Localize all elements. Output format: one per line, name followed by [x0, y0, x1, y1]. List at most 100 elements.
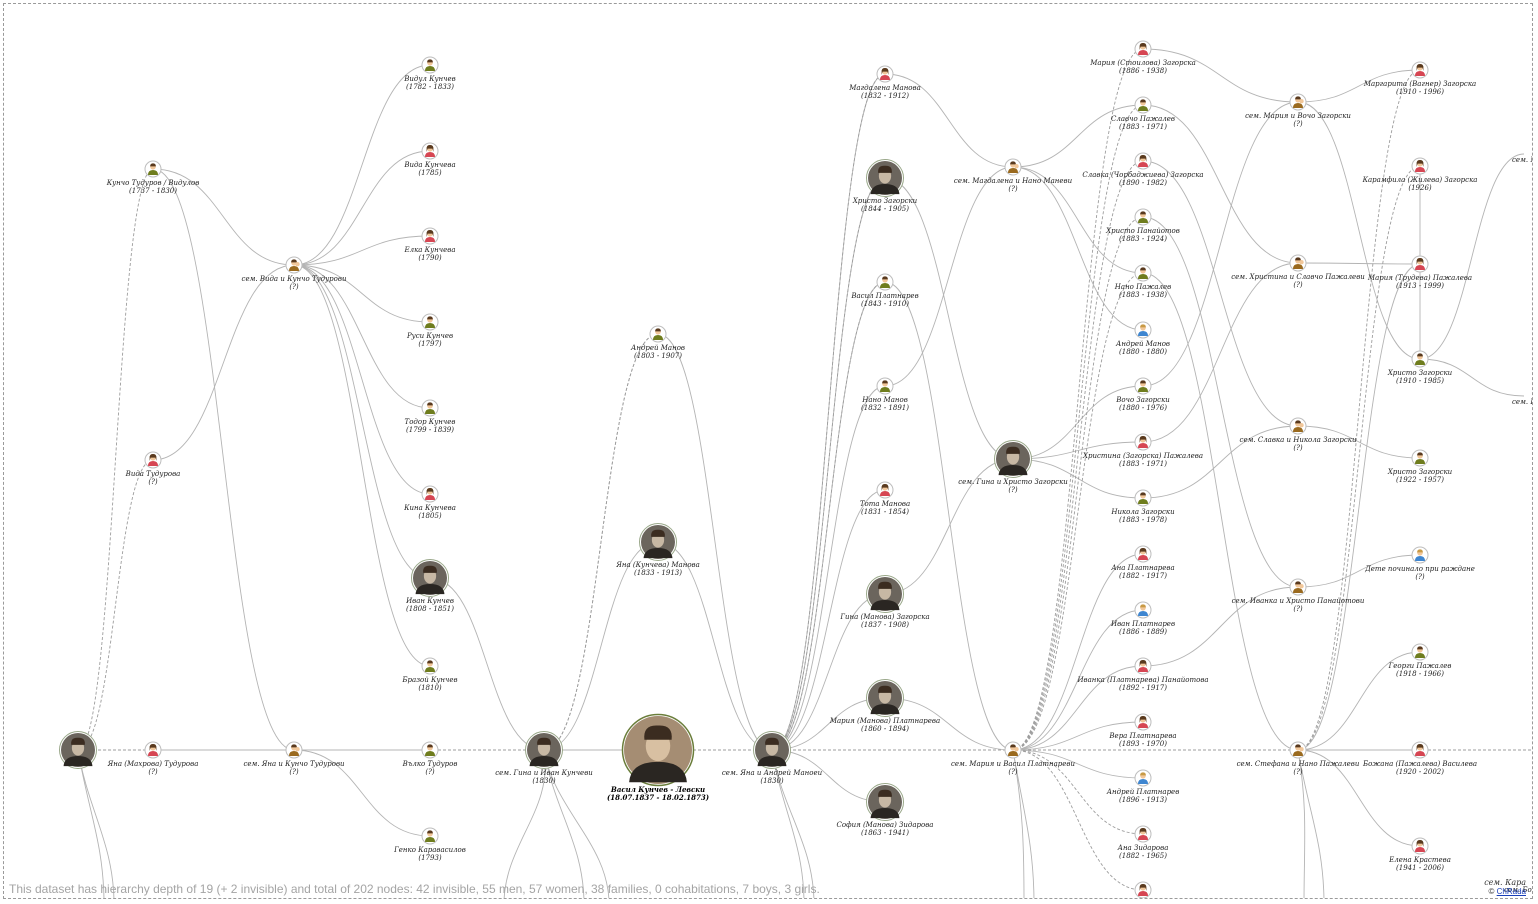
- partial-node[interactable]: сем. Бо: [1504, 886, 1532, 894]
- person-icon-woman[interactable]: Маргарита (Вагнер) Загорска(1910 - 1996): [1363, 61, 1476, 96]
- person-icon-woman[interactable]: Магдалена Манова(1832 - 1912): [848, 65, 921, 100]
- person-icon-man[interactable]: Кунчо Тудуров / Видулов(1737 - 1830): [106, 160, 200, 195]
- portrait-photo-node[interactable]: [59, 731, 97, 769]
- person-icon-man[interactable]: Христо Загорски(1922 - 1957): [1387, 449, 1453, 484]
- relation-edge: [293, 150, 431, 266]
- relation-edge: [293, 264, 431, 579]
- partial-node[interactable]: сем. Мари: [1512, 156, 1533, 164]
- portrait-photo-node[interactable]: сем. Яна и Андрей Маноеи(1830): [722, 731, 823, 786]
- node-dates-label: (1883 - 1971): [1119, 460, 1167, 468]
- person-icon-woman[interactable]: Ана Платнарева(1882 - 1917): [1110, 545, 1175, 580]
- family-icon-node[interactable]: сем. Магдалена и Нано Маневи(?): [954, 158, 1073, 193]
- relation-edge: [1142, 48, 1299, 103]
- node-name-label: сем. Кара: [1512, 398, 1533, 406]
- person-icon-boy[interactable]: Дете починало при раждане(?): [1364, 546, 1475, 581]
- person-icon-woman[interactable]: Карамфила (Жилева) Загорска(1926): [1362, 157, 1478, 192]
- tree-viewport[interactable]: Кунчо Тудуров / Видулов(1737 - 1830) Вида…: [3, 3, 1533, 899]
- person-icon-woman[interactable]: Мария (Стоилова) Загорска(1886 - 1938): [1089, 40, 1196, 75]
- person-icon-man[interactable]: Тодор Кунчев(1799 - 1839): [405, 399, 456, 434]
- person-icon-man[interactable]: Нано Пажалев(1883 - 1938): [1114, 264, 1171, 299]
- portrait-photo-node[interactable]: сем. Гина и Христо Загорски(?): [958, 440, 1068, 495]
- node-name-label: Вида Кунчева: [403, 161, 455, 169]
- node-name-label: Никола Загорски: [1110, 508, 1175, 516]
- person-icon-man[interactable]: Вълко Тудуров(?): [402, 741, 458, 776]
- partial-node[interactable]: сем. Кара: [1512, 398, 1533, 406]
- node-name-label: Видул Кунчев: [403, 75, 456, 83]
- person-icon-boy[interactable]: Андрей Платнарев(1896 - 1913): [1106, 769, 1180, 804]
- family-icon-node[interactable]: сем. Мария и Вочо Загорски(?): [1245, 93, 1351, 128]
- person-icon-woman[interactable]: Елена Крастева(1941 - 2006): [1388, 837, 1451, 872]
- portrait-photo-node[interactable]: Иван Кунчев(1808 - 1851): [405, 559, 454, 614]
- relation-edge: [771, 385, 886, 751]
- node-dates-label: (?): [1293, 768, 1302, 776]
- portrait-photo-node[interactable]: Мария (Манова) Платнарева(1860 - 1894): [829, 679, 940, 734]
- person-icon-woman[interactable]: Кина Кунчева(1805): [403, 485, 456, 520]
- portrait-photo-node[interactable]: Гина (Манова) Загорска(1837 - 1908): [839, 575, 930, 630]
- person-icon-woman[interactable]: Елка Кунчева(1790): [404, 227, 456, 262]
- family-icon-node[interactable]: сем. Яна и Кунчо Тудурови(?): [243, 741, 345, 776]
- relation-edge: [657, 333, 773, 751]
- person-icon-man[interactable]: Христо Загорски(1910 - 1985): [1387, 350, 1453, 385]
- person-icon-man[interactable]: Андрей Манов(1803 - 1907): [630, 325, 685, 360]
- family-icon-node[interactable]: сем. Славка и Никола Загорски(?): [1240, 417, 1357, 452]
- person-icon-woman[interactable]: Вида Кунчева(1785): [403, 142, 456, 177]
- node-dates-label: (1863 - 1941): [861, 829, 909, 837]
- person-icon-woman[interactable]: Вида Тудурова(?): [125, 451, 181, 486]
- offscreen-edge: [543, 749, 610, 898]
- relation-edge: [1142, 101, 1299, 387]
- family-icon-node[interactable]: сем. Мария и Васил Платнареви(?): [951, 741, 1076, 776]
- portrait-photo-node[interactable]: Васил Кунчев - Левски(18.07.1837 - 18.02…: [607, 713, 709, 803]
- person-icon-woman[interactable]: Мария (Трудева) Пажалева(1913 - 1999): [1367, 255, 1472, 290]
- node-dates-label: (?): [148, 768, 157, 776]
- dataset-summary-text: This dataset has hierarchy depth of 19 (…: [9, 882, 820, 896]
- portrait-photo-node[interactable]: София (Манова) Зидарова(1863 - 1941): [837, 783, 934, 838]
- person-icon-woman[interactable]: Иванка (Платнарева) Панайотова(1892 - 19…: [1076, 657, 1209, 692]
- person-icon-woman[interactable]: Славка (Чорбаджиева) Загорска(1890 - 198…: [1082, 152, 1204, 187]
- person-icon-man[interactable]: Христо Панайотов(1883 - 1924): [1105, 208, 1180, 243]
- person-icon-man[interactable]: Видул Кунчев(1782 - 1833): [403, 56, 456, 91]
- person-icon-man[interactable]: Бразой Кунчев(1810): [401, 657, 458, 692]
- person-icon-woman[interactable]: Ана Зидарова(1882 - 1965): [1117, 825, 1169, 860]
- person-icon-woman[interactable]: Божана (Пажалева) Василева(1920 - 2002): [1362, 741, 1477, 776]
- invisible-link-edge: [1012, 216, 1144, 751]
- family-icon-node[interactable]: сем. Иванка и Христо Панайотови(?): [1232, 578, 1365, 613]
- person-icon-woman[interactable]: Вера Платнарева(1893 - 1970): [1108, 713, 1177, 748]
- person-icon-man[interactable]: Славчо Пажалев(1883 - 1971): [1111, 96, 1175, 131]
- node-dates-label: (1883 - 1971): [1119, 123, 1167, 131]
- node-dates-label: (1832 - 1891): [861, 404, 909, 412]
- node-dates-label: (1882 - 1917): [1119, 572, 1167, 580]
- person-icon-man[interactable]: Руси Кунчев(1797): [406, 313, 453, 348]
- person-icon-woman[interactable]: Христина (Загорска) Пажалева(1883 - 1971…: [1082, 433, 1203, 468]
- family-icon-node[interactable]: сем. Стефана и Нано Пажалеви(?): [1237, 741, 1360, 776]
- node-name-label: Дете починало при раждане: [1364, 565, 1475, 573]
- relation-edge: [1419, 153, 1525, 360]
- family-icon-node[interactable]: сем. Христина и Славчо Пажалеви(?): [1231, 254, 1365, 289]
- relation-edge: [1012, 749, 1144, 779]
- person-icon-man[interactable]: Генко Каравасилов(1793): [393, 827, 466, 862]
- node-dates-label: (1803 - 1907): [634, 352, 682, 360]
- person-icon-woman[interactable]: Тота Манова(1831 - 1854): [860, 481, 910, 516]
- family-tree-diagram[interactable]: Кунчо Тудуров / Видулов(1737 - 1830) Вида…: [4, 4, 1533, 899]
- person-icon-boy[interactable]: Иван Платнарев(1886 - 1889): [1110, 601, 1175, 636]
- portrait-photo-node[interactable]: сем. Гина и Иван Кунчеви(1830): [495, 731, 593, 786]
- portrait-photo-node[interactable]: Христо Загорски(1844 - 1905): [852, 159, 918, 214]
- node-name-label: Мария (Стоилова) Загорска: [1089, 59, 1196, 67]
- relation-edge: [1297, 554, 1421, 588]
- person-icon-boy[interactable]: Андрей Манов(1880 - 1880): [1115, 321, 1170, 356]
- person-icon-man[interactable]: Васил Платнарев(1843 - 1910): [850, 273, 919, 308]
- person-icon-woman[interactable]: [1134, 881, 1152, 898]
- node-dates-label: (1920 - 2002): [1396, 768, 1444, 776]
- relation-edge: [543, 541, 659, 751]
- portrait-photo-node[interactable]: Яна (Кунчева) Манова(1833 - 1913): [615, 523, 700, 578]
- credit-link[interactable]: ChRada: [1496, 887, 1526, 896]
- person-icon-man[interactable]: Нано Манов(1832 - 1891): [861, 377, 909, 412]
- family-icon-node[interactable]: сем. Вида и Кунчо Тудурови(?): [242, 256, 347, 291]
- person-icon-woman[interactable]: Яна (Махрова) Тудурова(?): [107, 741, 199, 776]
- person-icon-man[interactable]: Никола Загорски(1883 - 1978): [1110, 489, 1175, 524]
- person-icon-man[interactable]: Вочо Загорски(1880 - 1976): [1115, 377, 1170, 412]
- relation-edge: [1142, 586, 1299, 667]
- relation-edge: [1142, 272, 1299, 751]
- node-dates-label: (?): [148, 478, 157, 486]
- node-dates-label: (1805): [418, 512, 442, 520]
- person-icon-man[interactable]: Георги Пажалев(1918 - 1966): [1388, 643, 1452, 678]
